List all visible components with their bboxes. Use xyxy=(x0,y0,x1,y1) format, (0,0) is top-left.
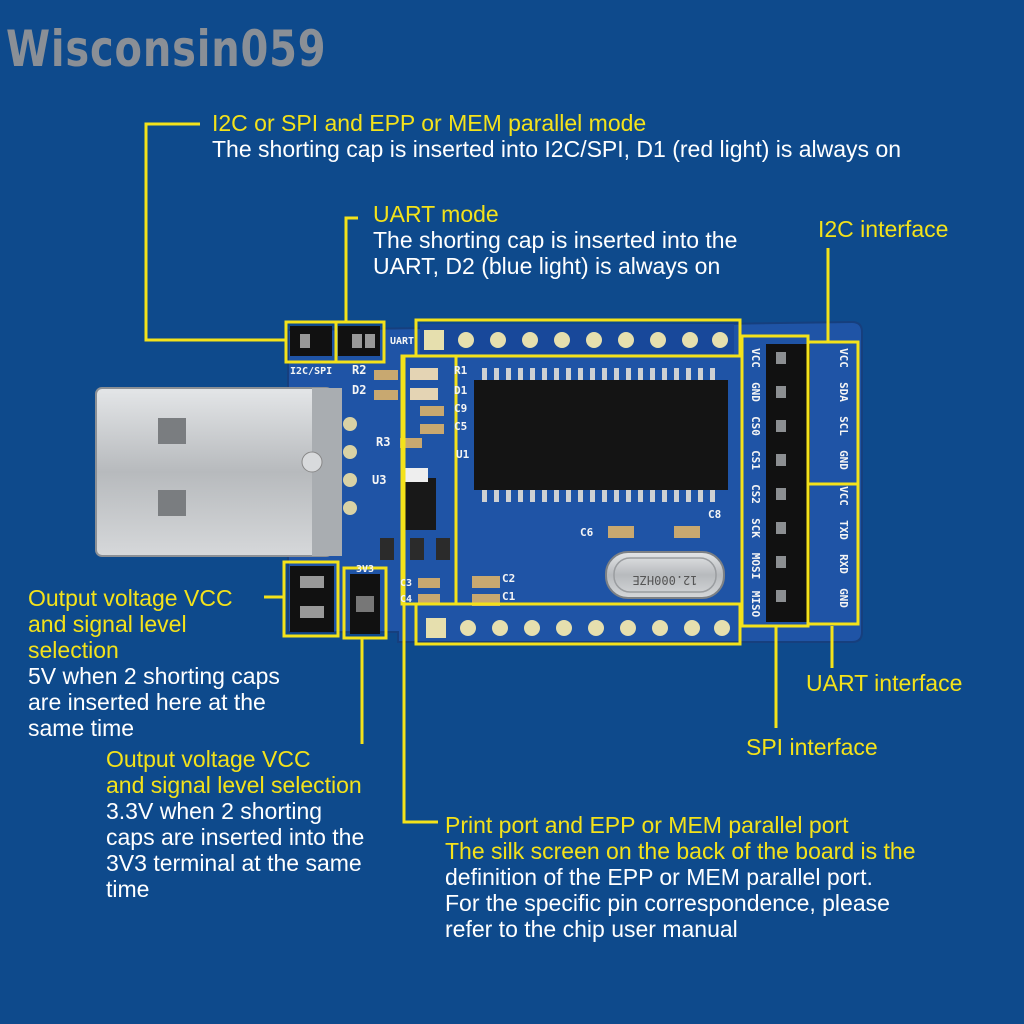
annotation-i2c-spi-mode: I2C or SPI and EPP or MEM parallel mode … xyxy=(212,110,901,162)
silk-c5: C5 xyxy=(454,420,467,433)
silk-r2: R2 xyxy=(352,363,366,377)
annotation-highlight: The silk screen on the back of the board… xyxy=(445,838,916,864)
usb-connector xyxy=(95,387,342,557)
annotation-body-line: 3.3V when 2 shorting xyxy=(106,798,323,824)
ch341-chip xyxy=(474,368,728,502)
annotation-title-line: and signal level xyxy=(28,611,187,637)
spi-pin-label: SCK xyxy=(749,518,762,538)
annotation-parallel-port: Print port and EPP or MEM parallel port … xyxy=(445,812,916,942)
uart-pin-label: VCC xyxy=(837,486,850,506)
uart-pin-label: GND xyxy=(837,588,850,608)
silk-c1: C1 xyxy=(502,590,516,603)
spi-pin-label: CS2 xyxy=(749,484,762,504)
annotation-title-line: Output voltage VCC xyxy=(106,746,311,772)
usb-pads xyxy=(343,417,357,515)
silkscreen-text: I2C/SPI UART R2 D2 R1 D1 C9 C5 R3 U1 U3 … xyxy=(290,336,721,605)
pin-headers-right xyxy=(766,344,810,622)
annotation-title: Print port and EPP or MEM parallel port xyxy=(445,812,849,838)
silk-c6: C6 xyxy=(580,526,594,539)
silk-d2: D2 xyxy=(352,383,366,397)
label-uart-interface: UART interface xyxy=(806,670,963,696)
annotation-body-line: 5V when 2 shorting caps xyxy=(28,663,280,689)
crystal-oscillator xyxy=(605,551,725,599)
annotation-title-line: Output voltage VCC xyxy=(28,585,233,611)
annotation-body-line: UART, D2 (blue light) is always on xyxy=(373,253,721,279)
silk-uart: UART xyxy=(390,336,414,347)
spi-pin-label: MISO xyxy=(749,591,762,618)
mode-jumpers xyxy=(290,326,380,356)
smd-components xyxy=(374,368,700,606)
silk-c9: C9 xyxy=(454,402,467,415)
i2c-pin-label: VCC xyxy=(837,348,850,368)
silk-c2: C2 xyxy=(502,572,515,585)
annotation-body-line: definition of the EPP or MEM parallel po… xyxy=(445,864,873,890)
label-i2c-interface: I2C interface xyxy=(818,216,949,242)
annotation-body-line: caps are inserted into the xyxy=(106,824,365,850)
annotation-body-line: The shorting cap is inserted into I2C/SP… xyxy=(212,136,902,162)
silk-3v3: 3V3 xyxy=(356,564,374,575)
uart-pin-label: TXD xyxy=(837,520,850,540)
annotation-title: UART mode xyxy=(373,201,499,227)
annotation-vcc-3v3: Output voltage VCC and signal level sele… xyxy=(106,746,364,902)
spi-pin-label: MOSI xyxy=(749,553,762,580)
voltage-jumpers xyxy=(290,566,380,634)
annotation-body-line: refer to the chip user manual xyxy=(445,916,738,942)
annotation-vcc-5v: Output voltage VCC and signal level sele… xyxy=(28,585,280,741)
annotation-title-line: selection xyxy=(28,637,119,663)
i2c-pin-label: SCL xyxy=(837,416,850,436)
annotation-title: I2C or SPI and EPP or MEM parallel mode xyxy=(212,110,647,136)
annotation-body-line: 3V3 terminal at the same xyxy=(106,850,362,876)
label-spi-interface: SPI interface xyxy=(746,734,878,760)
silk-c8: C8 xyxy=(708,508,721,521)
annotation-body-line: time xyxy=(106,876,150,902)
silk-c4: C4 xyxy=(400,594,412,605)
silk-i2c-spi: I2C/SPI xyxy=(290,366,332,377)
spi-pin-label: CS1 xyxy=(749,450,762,470)
watermark: Wisconsin059 xyxy=(6,20,327,78)
crystal-marking: 12.000HZE xyxy=(632,573,697,587)
parallel-header-bottom xyxy=(426,618,730,638)
spi-pin-label: GND xyxy=(749,382,762,402)
annotation-title-line: and signal level selection xyxy=(106,772,362,798)
annotation-body-line: The shorting cap is inserted into the xyxy=(373,227,738,253)
annotation-body-line: same time xyxy=(28,715,135,741)
silk-u3: U3 xyxy=(372,473,386,487)
silk-r1: R1 xyxy=(454,364,468,377)
spi-pin-label: CS0 xyxy=(749,416,762,436)
spi-pin-labels: VCC GND CS0 CS1 CS2 SCK MOSI MISO xyxy=(749,348,762,618)
silk-d1: D1 xyxy=(454,384,468,397)
i2c-pin-label: GND xyxy=(837,450,850,470)
i2c-pin-label: SDA xyxy=(837,382,850,402)
silk-r3: R3 xyxy=(376,435,390,449)
annotation-body-line: For the specific pin correspondence, ple… xyxy=(445,890,890,916)
annotation-body-line: are inserted here at the xyxy=(28,689,266,715)
silk-c3: C3 xyxy=(400,578,412,589)
silk-u1: U1 xyxy=(456,448,470,461)
uart-pin-label: RXD xyxy=(837,554,850,574)
parallel-header-top xyxy=(420,324,734,354)
spi-pin-label: VCC xyxy=(749,348,762,368)
annotation-uart-mode: UART mode The shorting cap is inserted i… xyxy=(373,201,737,279)
callout-lines xyxy=(144,122,860,824)
i2c-uart-pin-labels: VCC SDA SCL GND VCC TXD RXD GND xyxy=(837,348,850,608)
